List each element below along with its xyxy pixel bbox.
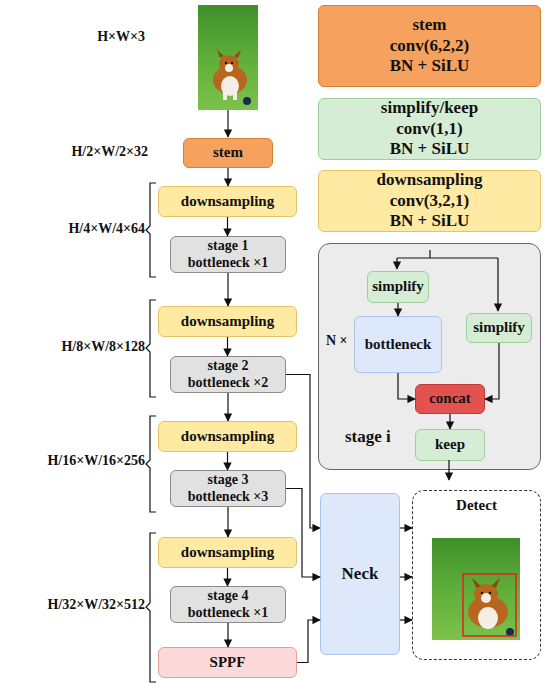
- stage-box: stage 4bottleneck ×1: [170, 586, 286, 623]
- arrow-connector: [227, 568, 228, 586]
- legend-box: simplify/keepconv(1,1)BN + SiLU: [318, 98, 541, 160]
- node-text: stem: [213, 144, 243, 161]
- arrow-connector: [227, 393, 228, 421]
- node-text: stage 1: [208, 238, 249, 254]
- node-text: bottleneck ×3: [188, 489, 269, 505]
- arrow-connector: [297, 620, 320, 663]
- node-text: conv(1,1): [396, 119, 463, 139]
- node-text: BN + SiLU: [390, 139, 470, 159]
- stage-box: stage 3bottleneck ×3: [170, 470, 286, 507]
- node-text: conv(6,2,2): [390, 36, 469, 56]
- arrow-connector: [227, 217, 228, 236]
- arrow-connector: [400, 576, 412, 577]
- bracket: [146, 183, 156, 277]
- node-text: simplify: [473, 319, 525, 336]
- node-text: SPPF: [210, 654, 246, 671]
- bracket: [146, 300, 156, 397]
- node-text: BN + SiLU: [390, 56, 470, 76]
- node-text: conv(3,2,1): [390, 191, 469, 211]
- node-text: BN + SiLU: [390, 211, 470, 231]
- arrow-connector: [400, 527, 412, 528]
- concat-box: concat: [415, 384, 485, 414]
- downsampling-box: downsampling: [158, 537, 297, 568]
- arrow-connector: [400, 619, 412, 620]
- node-text: stage 3: [208, 472, 249, 488]
- stage-box: stage 1bottleneck ×1: [170, 236, 286, 273]
- simplify-box: simplify: [367, 271, 429, 303]
- arrow-connector: [227, 168, 228, 186]
- dimension-label: H/2×W/2×32: [20, 144, 148, 160]
- node-text: downsampling: [181, 428, 274, 445]
- node-text: downsampling: [181, 313, 274, 330]
- node-text: bottleneck ×2: [188, 375, 269, 391]
- legend-box: stemconv(6,2,2)BN + SiLU: [318, 5, 541, 87]
- bracket: [146, 416, 156, 512]
- bracket: [146, 533, 156, 682]
- node-text: concat: [429, 390, 471, 407]
- node-text: stage 4: [208, 588, 249, 604]
- node-text: Neck: [342, 564, 379, 584]
- node-text: bottleneck: [365, 336, 432, 353]
- detect-box: Detect: [412, 490, 541, 660]
- input-arrow: [227, 110, 228, 137]
- node-text: stage 2: [208, 358, 249, 374]
- dimension-label: H/32×W/32×512: [20, 597, 145, 613]
- arrow-connector: [227, 273, 228, 306]
- downsampling-box: downsampling: [158, 186, 297, 217]
- input-photo: [198, 5, 258, 110]
- node-text: downsampling: [377, 170, 483, 190]
- stage-container: stage i simplify bottleneck simplify concat k…: [318, 243, 541, 470]
- dimension-label: H/4×W/4×64: [20, 221, 145, 237]
- node-text: keep: [435, 436, 465, 453]
- neck-box: Neck: [320, 493, 400, 655]
- dimension-label: H/16×W/16×256: [20, 453, 145, 469]
- node-text: downsampling: [181, 544, 274, 561]
- sppf-box: SPPF: [158, 647, 297, 678]
- node-text: stage i: [345, 427, 391, 447]
- bottleneck-box: bottleneck: [354, 316, 442, 373]
- node-text: simplify/keep: [381, 98, 478, 118]
- arrow-connector: [227, 507, 228, 537]
- node-text: Detect: [456, 497, 497, 514]
- arrow-connector: [227, 337, 228, 356]
- arrow-connector: [227, 452, 228, 470]
- downsampling-box: downsampling: [158, 306, 297, 337]
- arrow-connector: [227, 623, 228, 647]
- keep-box: keep: [415, 429, 485, 461]
- legend-box: downsamplingconv(3,2,1)BN + SiLU: [318, 170, 541, 232]
- dimension-label: H×W×3: [20, 29, 145, 45]
- node-text: simplify: [372, 278, 424, 295]
- node-text: bottleneck ×1: [188, 255, 269, 271]
- stage-box: stage 2bottleneck ×2: [170, 356, 286, 393]
- node-text: stem: [413, 15, 447, 35]
- stem-box: stem: [183, 138, 273, 168]
- dimension-label: N ×: [326, 333, 356, 349]
- simplify-box: simplify: [466, 313, 532, 343]
- dimension-label: H/8×W/8×128: [20, 339, 145, 355]
- node-text: bottleneck ×1: [188, 605, 269, 621]
- node-text: downsampling: [181, 193, 274, 210]
- downsampling-box: downsampling: [158, 421, 297, 452]
